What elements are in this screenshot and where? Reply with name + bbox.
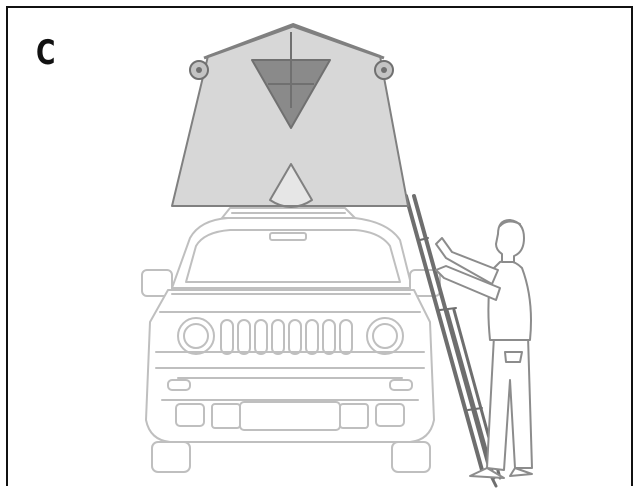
rooftop-tent-icon bbox=[172, 24, 408, 207]
car-outline-icon bbox=[142, 208, 440, 472]
